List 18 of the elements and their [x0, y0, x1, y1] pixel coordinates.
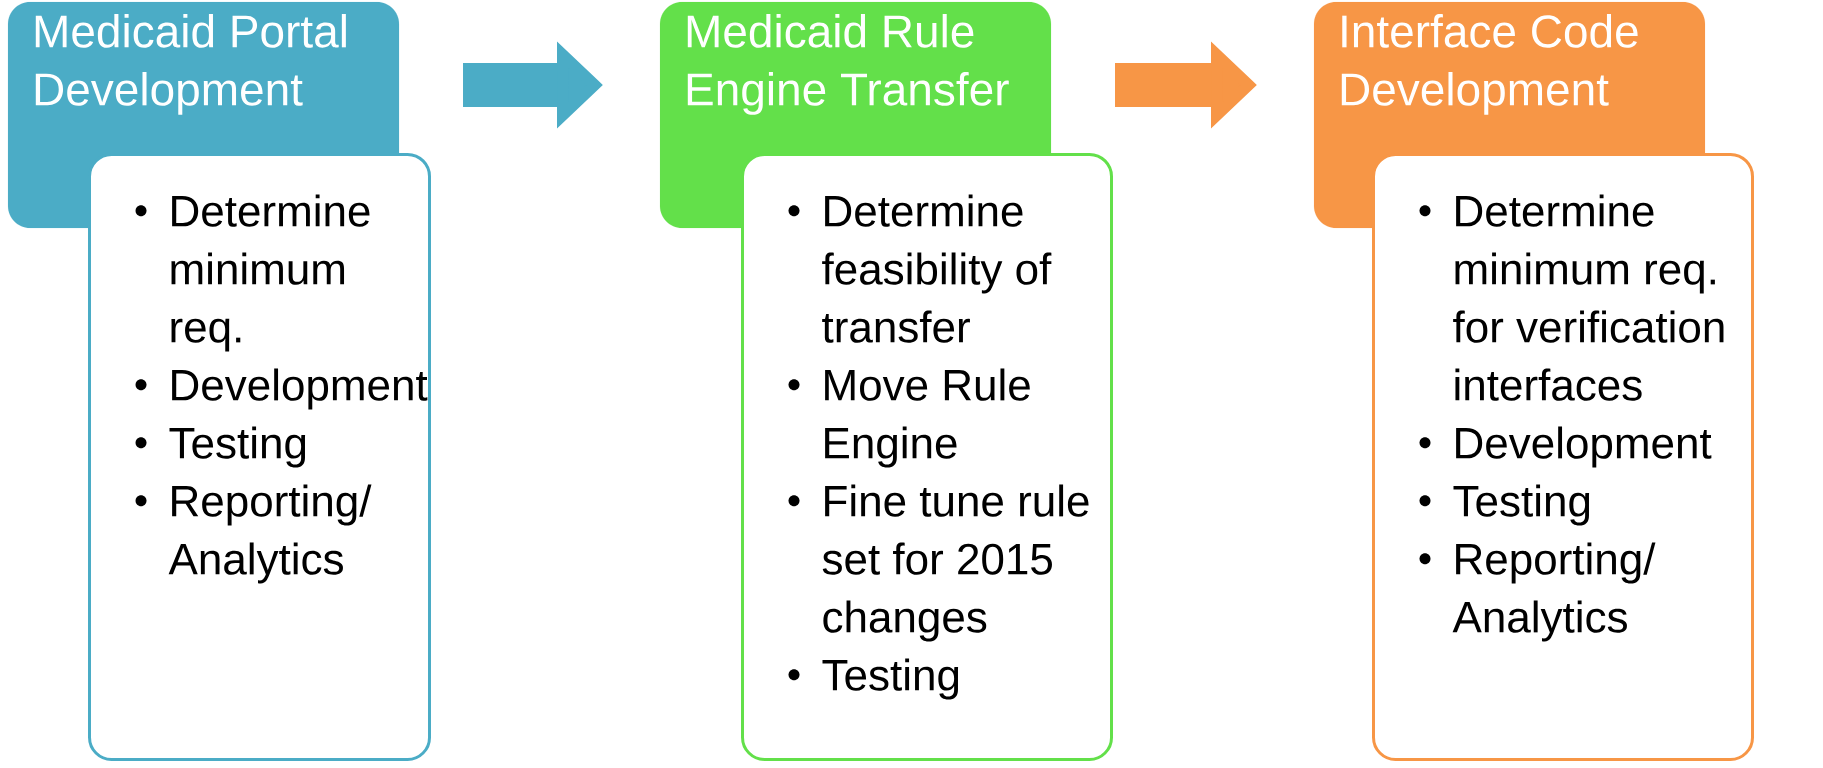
bullet-item: Development	[135, 368, 428, 410]
bullet-item: Reporting/ Analytics	[1419, 542, 1656, 642]
bullet-item: Testing	[788, 658, 959, 700]
header-text: Medicaid Portal Development	[35, 14, 346, 115]
bullet-item: Determine minimum req. for verification interfaces	[1419, 194, 1724, 401]
bullet-item: Testing	[1419, 484, 1590, 526]
header-text: Interface Code Development	[1341, 14, 1638, 115]
bullet-item: Reporting/ Analytics	[135, 484, 372, 584]
bullet-item: Determine minimum req.	[135, 194, 370, 352]
bullet-list-box	[88, 153, 431, 761]
header-text: Medicaid Rule Engine Transfer	[687, 14, 1009, 115]
bullet-item: Fine tune rule set for 2015 changes	[788, 484, 1089, 642]
bullet-item: Testing	[135, 426, 306, 468]
bullet-item: Determine feasibility of transfer	[788, 194, 1052, 343]
bullet-item: Development	[1419, 426, 1712, 468]
bullet-item: Move Rule Engine	[788, 368, 1030, 468]
bullet-list-box	[1372, 153, 1754, 761]
bullet-list-box	[741, 153, 1113, 761]
